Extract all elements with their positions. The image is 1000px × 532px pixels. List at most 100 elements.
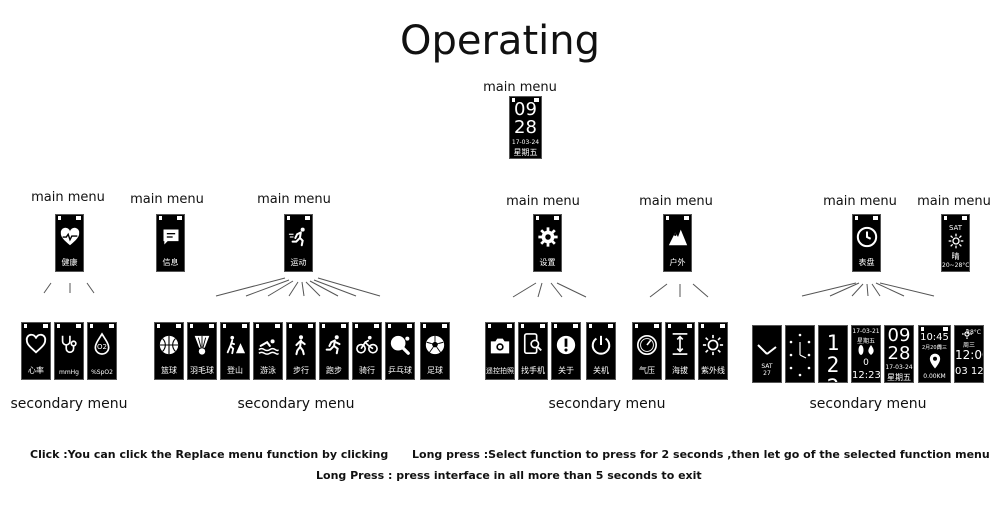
- settings-item-camera[interactable]: 遥控拍照: [485, 322, 515, 380]
- heart-icon: [25, 333, 47, 354]
- analog-date: 27: [763, 370, 771, 377]
- secondary-menu-label-sport: secondary menu: [237, 396, 355, 412]
- main-menu-label-message: main menu: [130, 192, 204, 207]
- sport-caption-hiking: 登山: [227, 366, 243, 375]
- analog-clock-hands-icon: [757, 344, 777, 355]
- main-menu-label-weather: main menu: [917, 194, 991, 209]
- instruction-long-press: Long press :Select function to press for…: [412, 448, 990, 461]
- main-device-outdoor[interactable]: 户外: [663, 214, 692, 272]
- main-caption-outdoor: 户外: [669, 258, 686, 267]
- sport-caption-walking: 步行: [293, 366, 309, 375]
- watchface-big-digits[interactable]: 12 23: [818, 325, 848, 383]
- sport-caption-basketball: 篮球: [161, 366, 177, 375]
- hiking-icon: [226, 335, 246, 355]
- camera-icon: [490, 338, 510, 354]
- sport-caption-badminton: 羽毛球: [190, 366, 214, 375]
- settings-caption-find-phone: 找手机: [521, 366, 545, 375]
- settings-caption-power: 关机: [593, 366, 609, 375]
- health-item-spo2[interactable]: O2 %SpO2: [87, 322, 117, 380]
- gear-icon: [537, 227, 558, 247]
- steps-date: 17-03-21: [852, 328, 880, 335]
- time-minute: 28: [514, 117, 537, 138]
- sport-caption-ping-pong: 乒乓球: [388, 366, 412, 375]
- sport-item-soccer[interactable]: 足球: [420, 322, 450, 380]
- secondary-menu-label-settings: secondary menu: [548, 396, 666, 412]
- basketball-icon: [159, 335, 179, 355]
- weather-face-temp: 28°C: [966, 329, 981, 336]
- sport-item-basketball[interactable]: 篮球: [154, 322, 184, 380]
- weather-face-date: 03 12: [955, 366, 984, 377]
- sport-item-walking[interactable]: 步行: [286, 322, 316, 380]
- main-device-weather[interactable]: SAT 晴 20~28°C: [941, 214, 970, 272]
- main-menu-label-settings: main menu: [506, 194, 580, 209]
- running-icon: [325, 335, 341, 355]
- sport-item-swimming[interactable]: 游泳: [253, 322, 283, 380]
- steps-time: 12:23: [852, 370, 881, 381]
- health-item-heart[interactable]: 心率: [21, 322, 51, 380]
- watchface-weather[interactable]: 28°C 周三 12:00 03 12: [954, 325, 984, 383]
- outdoor-item-altitude[interactable]: 海拔: [665, 322, 695, 380]
- barometer-icon: [637, 335, 657, 355]
- top-main-device[interactable]: 09 28 17-03-24 星期五: [509, 96, 542, 159]
- sun-icon: [948, 233, 963, 249]
- time-hour: 09: [514, 99, 537, 120]
- watchface-location[interactable]: 10:45 2月20日 周三 0.00KM: [918, 325, 951, 383]
- main-device-watchface[interactable]: 表盘: [852, 214, 881, 272]
- power-icon: [591, 335, 611, 355]
- settings-item-about[interactable]: 关于: [551, 322, 581, 380]
- location-pin-icon: [929, 353, 940, 369]
- weekday-text: 星期五: [513, 148, 538, 157]
- mountain-icon: [668, 229, 687, 246]
- info-icon: [556, 335, 576, 355]
- health-caption-spo2: %SpO2: [91, 369, 113, 376]
- sport-item-hiking[interactable]: 登山: [220, 322, 250, 380]
- big-date: 17-03-24: [885, 364, 913, 371]
- running-icon: [288, 227, 305, 247]
- main-device-sport[interactable]: 运动: [284, 214, 313, 272]
- footprint-icon: [858, 345, 874, 355]
- weather-face-time: 12:00: [955, 348, 983, 362]
- dot-clock-icon: [789, 333, 811, 377]
- settings-item-find-phone[interactable]: 找手机: [518, 322, 548, 380]
- main-caption-health: 健康: [61, 258, 78, 267]
- watchface-steps[interactable]: 17-03-21 星期五 0 12:23: [851, 325, 881, 383]
- health-caption-bp: mmHg: [58, 369, 79, 376]
- soccer-icon: [425, 335, 445, 355]
- main-device-settings[interactable]: 设置: [533, 214, 562, 272]
- date-text: 17-03-24: [511, 139, 540, 146]
- sport-item-cycling[interactable]: 骑行: [352, 322, 382, 380]
- watchface-analog[interactable]: SAT 27: [752, 325, 782, 383]
- secondary-menu-label-health: secondary menu: [10, 396, 128, 412]
- settings-item-power[interactable]: 关机: [586, 322, 616, 380]
- weather-condition: 晴: [951, 252, 960, 261]
- watchface-big-time[interactable]: 09 28 17-03-24 星期五: [884, 325, 914, 383]
- main-menu-label-watchface: main menu: [823, 194, 897, 209]
- outdoor-item-barometer[interactable]: 气压: [632, 322, 662, 380]
- health-item-blood-pressure[interactable]: mmHg: [54, 322, 84, 380]
- settings-caption-about: 关于: [558, 366, 574, 375]
- sport-caption-cycling: 骑行: [359, 366, 375, 375]
- altitude-icon: [672, 333, 688, 355]
- loc-time: 10:45: [920, 332, 949, 343]
- instruction-long-press-exit: Long Press : press interface in all more…: [316, 469, 702, 482]
- sport-item-badminton[interactable]: 羽毛球: [187, 322, 217, 380]
- sport-item-ping-pong[interactable]: 乒乓球: [385, 322, 415, 380]
- outdoor-item-uv[interactable]: 紫外线: [698, 322, 728, 380]
- analog-day: SAT: [761, 363, 773, 370]
- weather-day: SAT: [948, 224, 963, 232]
- oxygen-drop-icon: [94, 332, 110, 355]
- outdoor-caption-barometer: 气压: [639, 366, 655, 375]
- weather-temp: 20~28°C: [942, 262, 970, 269]
- main-device-health[interactable]: 健康: [55, 214, 84, 272]
- settings-caption-camera: 遥控拍照: [486, 367, 514, 375]
- find-phone-icon: [523, 333, 542, 354]
- loc-distance: 0.00KM: [923, 373, 946, 380]
- oxygen-drop-text: O2: [97, 343, 107, 351]
- watchface-dots[interactable]: [785, 325, 815, 383]
- ping-pong-icon: [390, 335, 410, 355]
- small-sun-icon: [962, 329, 972, 339]
- cycling-icon: [356, 335, 378, 354]
- sport-item-running[interactable]: 跑步: [319, 322, 349, 380]
- main-device-message[interactable]: 信息: [156, 214, 185, 272]
